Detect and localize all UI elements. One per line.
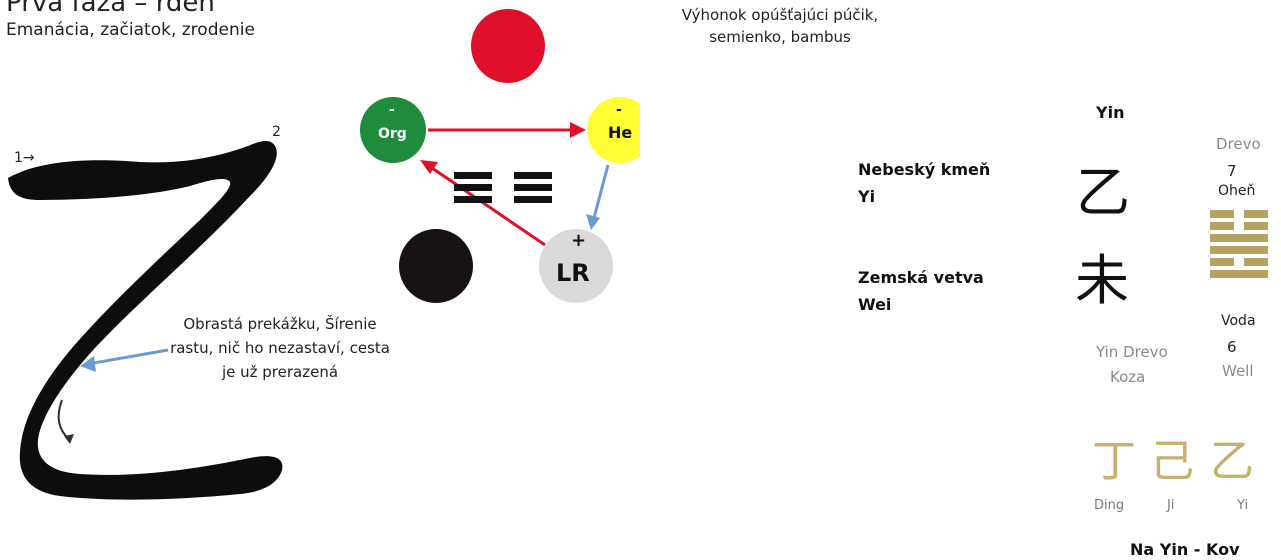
heavenly-stem-name: Yi	[858, 187, 876, 206]
hexagram-segment	[1210, 258, 1235, 266]
curve-arrowhead	[64, 434, 74, 444]
hexagram-segment	[1243, 258, 1268, 266]
black-circle	[399, 229, 473, 303]
goat-label: Koza	[1110, 368, 1146, 386]
heavenly-stem-title: Nebeský kmeň	[858, 160, 991, 179]
five-phase-cycle: - Org - He + LR	[360, 9, 640, 303]
brush-stroke-body	[8, 141, 283, 500]
hexagram-segment	[1210, 210, 1235, 218]
earthly-branch-title: Zemská vetva	[858, 268, 984, 287]
stem-label-ji: Ji	[1167, 498, 1175, 513]
arrowhead-lr-org	[420, 160, 438, 174]
hexagram-line-solid	[1210, 234, 1268, 242]
stem-character: 乙	[1076, 161, 1130, 224]
arrow-he-lr	[592, 164, 610, 219]
page-subtitle: Emanácia, začiatok, zrodenie	[6, 20, 255, 40]
hexagram-segment	[1210, 234, 1268, 242]
well-label: Well	[1222, 362, 1254, 380]
number-bottom: 6	[1227, 338, 1237, 356]
branch-character: 未	[1075, 249, 1129, 312]
hexagram-line-broken	[1210, 258, 1268, 266]
arrowhead-org-he	[570, 122, 586, 138]
arrowhead-he-lr	[586, 214, 600, 230]
hexagram-segment	[1210, 222, 1235, 230]
hexagram	[1210, 210, 1268, 282]
number-top: 7	[1227, 162, 1237, 180]
he-label: He	[608, 123, 632, 142]
lr-node	[539, 229, 613, 303]
stroke-mark-2: 2	[272, 124, 281, 140]
org-label: Org	[378, 126, 407, 142]
hexagram-line-solid	[1210, 270, 1268, 278]
stem-char-ding: 丁	[1092, 436, 1136, 487]
arrow-lr-org	[431, 166, 546, 247]
hexagram-line-broken	[1210, 222, 1268, 230]
trigram-left	[454, 172, 492, 203]
obstacle-caption: Obrastá prekážku, Šírenie rastu, nič ho …	[170, 315, 390, 381]
stem-label-ding: Ding	[1094, 498, 1125, 513]
hexagram-segment	[1210, 246, 1268, 254]
stroke-mark-1: 1→	[14, 150, 35, 166]
wood-label: Drevo	[1216, 135, 1261, 153]
hexagram-line-broken	[1210, 210, 1268, 218]
fire-label: Oheň	[1218, 183, 1256, 199]
red-circle	[471, 9, 545, 83]
nayin-label: Na Yin - Kov	[1130, 540, 1240, 559]
hexagram-segment	[1243, 222, 1268, 230]
hexagram-segment	[1243, 210, 1268, 218]
growth-arrow	[87, 348, 169, 366]
hexagram-segment	[1210, 270, 1268, 278]
brush-stroke-yi: 1→ 2	[8, 124, 283, 500]
yin-wood-label: Yin Drevo	[1096, 343, 1168, 361]
lr-label: LR	[556, 259, 590, 287]
curve-arrow	[57, 399, 71, 441]
org-sign: -	[389, 102, 395, 118]
growth-arrowhead	[80, 356, 96, 372]
lr-sign: +	[571, 230, 586, 251]
trigram-right	[514, 172, 552, 203]
he-sign: -	[616, 102, 622, 118]
earthly-branch-name: Wei	[858, 295, 892, 314]
sprout-caption: Výhonok opúšťajúci púčik, semienko, bamb…	[681, 6, 879, 46]
water-label: Voda	[1221, 313, 1256, 329]
page-title: Prvá fáza – rden	[6, 0, 215, 18]
org-node	[360, 97, 426, 163]
stem-char-ji: 己	[1150, 436, 1194, 487]
he-node	[587, 97, 640, 163]
yin-label: Yin	[1096, 103, 1125, 122]
hexagram-line-solid	[1210, 246, 1268, 254]
stem-label-yi: Yi	[1237, 498, 1249, 513]
stem-char-yi: 乙	[1210, 436, 1254, 487]
